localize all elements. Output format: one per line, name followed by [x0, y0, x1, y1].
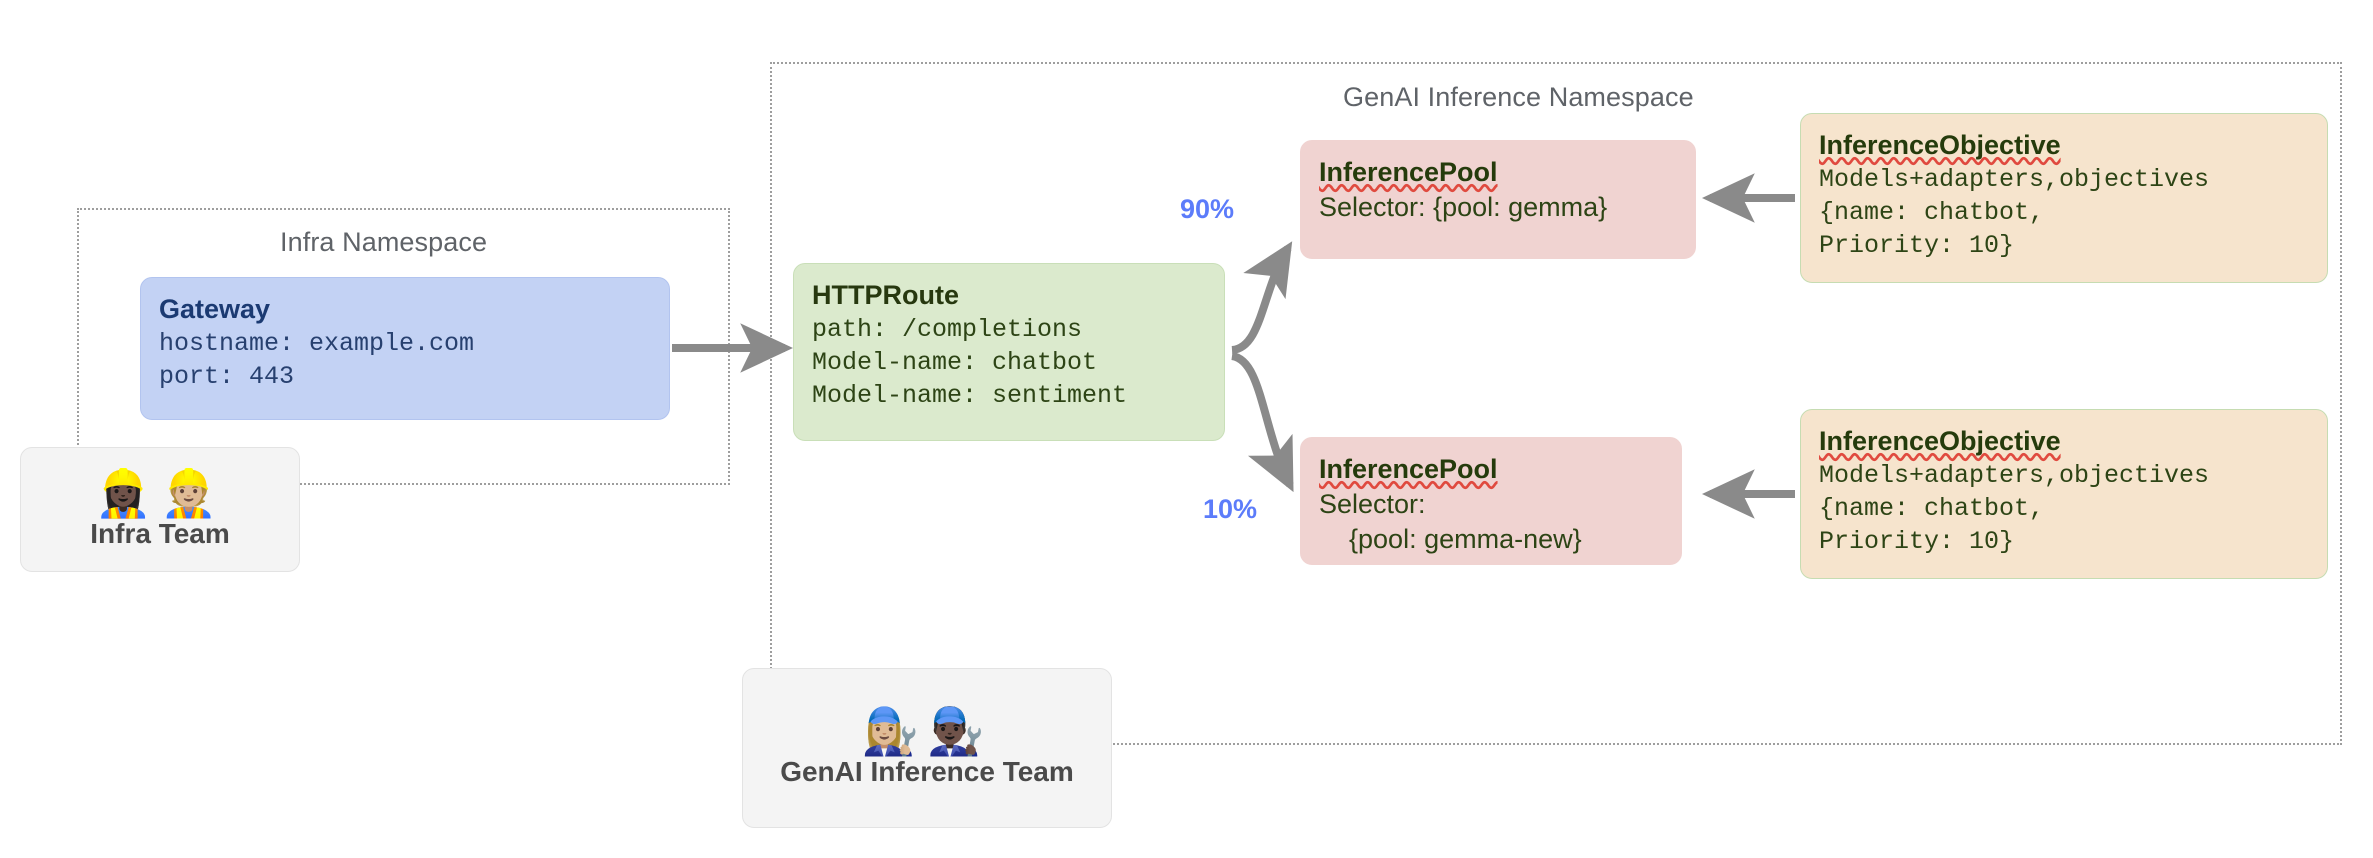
- node-inferenceobjective-bottom-line-2: {name: chatbot,: [1819, 493, 2045, 523]
- node-inferencepool-gemma-new-title: InferencePool: [1319, 454, 1498, 484]
- team-infra-label: Infra Team: [90, 517, 230, 549]
- node-inferencepool-gemma-title: InferencePool: [1319, 157, 1498, 187]
- node-inferenceobjective-bottom[interactable]: InferenceObjective Models+adapters,objec…: [1800, 409, 2328, 579]
- namespace-genai: [770, 62, 2342, 745]
- node-httproute-line-3: Model-name: sentiment: [812, 381, 1128, 411]
- team-genai-avatars: 👩🏼‍🔧👨🏿‍🔧: [861, 704, 993, 758]
- team-genai-label: GenAI Inference Team: [780, 756, 1074, 787]
- node-inferenceobjective-top-line-3: Priority: 10}: [1819, 231, 2015, 261]
- namespace-genai-label: GenAI Inference Namespace: [1343, 82, 1694, 112]
- node-inferencepool-gemma[interactable]: InferencePool Selector: {pool: gemma}: [1300, 140, 1696, 259]
- node-gateway-line-1: hostname: example.com: [159, 328, 475, 358]
- node-inferenceobjective-bottom-title: InferenceObjective: [1819, 426, 2061, 456]
- node-inferenceobjective-top-line-2: {name: chatbot,: [1819, 197, 2045, 227]
- node-inferenceobjective-top-line-1: Models+adapters,objectives: [1819, 164, 2210, 194]
- edge-label-90-percent: 90%: [1180, 194, 1235, 224]
- node-httproute-line-1: path: /completions: [812, 314, 1083, 344]
- namespace-infra-label: Infra Namespace: [280, 227, 488, 257]
- node-gateway[interactable]: Gateway hostname: example.com port: 443: [140, 277, 670, 420]
- team-card-genai[interactable]: 👩🏼‍🔧👨🏿‍🔧 GenAI Inference Team: [742, 668, 1112, 828]
- node-httproute-line-2: Model-name: chatbot: [812, 347, 1098, 377]
- team-infra-avatars: 👷🏿‍♀️👷🏼: [94, 465, 226, 520]
- node-gateway-title: Gateway: [159, 294, 271, 324]
- node-httproute[interactable]: HTTPRoute path: /completions Model-name:…: [793, 263, 1225, 441]
- node-inferencepool-gemma-new-line-2: {pool: gemma-new}: [1319, 524, 1582, 555]
- node-inferenceobjective-top[interactable]: InferenceObjective Models+adapters,objec…: [1800, 113, 2328, 283]
- node-inferenceobjective-top-title: InferenceObjective: [1819, 130, 2061, 160]
- node-httproute-title: HTTPRoute: [812, 280, 959, 310]
- edge-label-10-percent: 10%: [1203, 494, 1258, 524]
- node-inferenceobjective-bottom-line-3: Priority: 10}: [1819, 527, 2015, 557]
- node-inferencepool-gemma-new[interactable]: InferencePool Selector: {pool: gemma-new…: [1300, 437, 1682, 565]
- node-inferenceobjective-bottom-line-1: Models+adapters,objectives: [1819, 460, 2210, 490]
- node-gateway-line-2: port: 443: [159, 361, 295, 391]
- node-inferencepool-gemma-new-line-1: Selector:: [1319, 488, 1426, 519]
- team-card-infra[interactable]: 👷🏿‍♀️👷🏼 Infra Team: [20, 447, 300, 572]
- node-inferencepool-gemma-line-1: Selector: {pool: gemma}: [1319, 191, 1608, 222]
